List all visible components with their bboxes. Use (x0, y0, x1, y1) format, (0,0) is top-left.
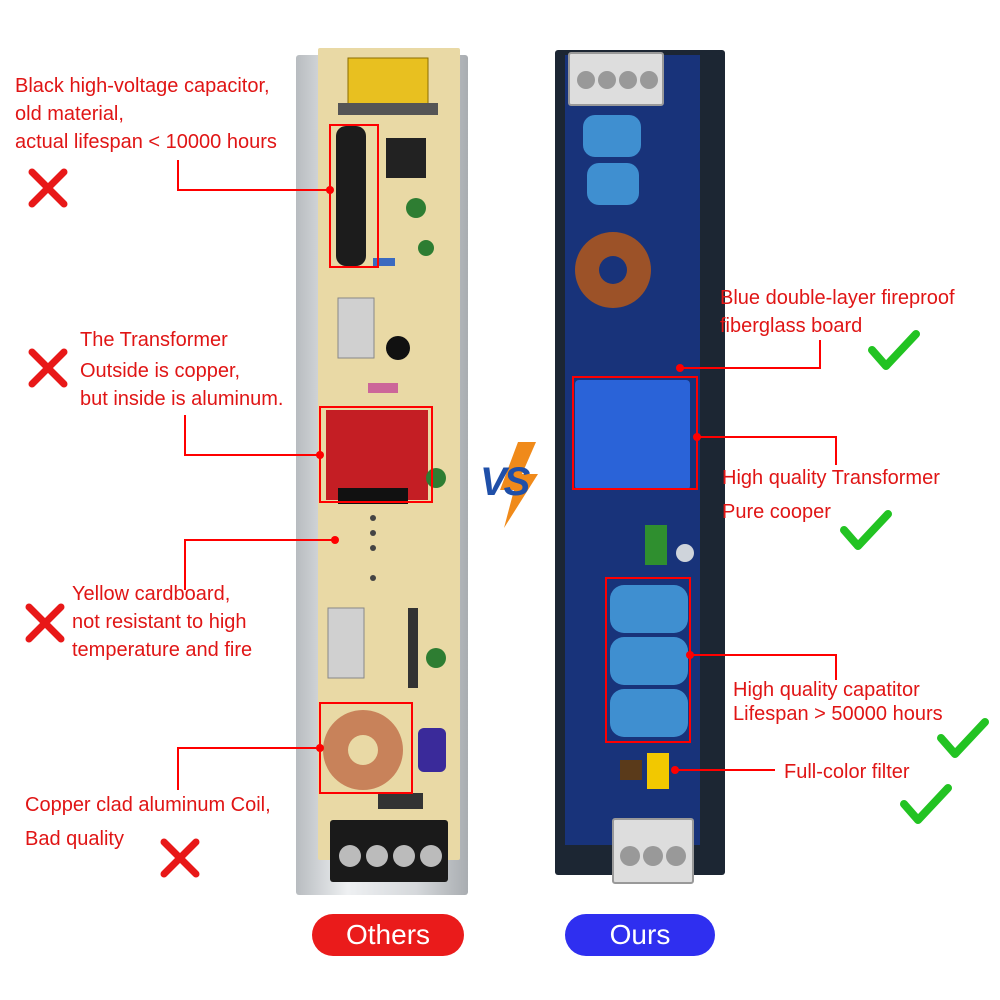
others-pcb-components-illustration (323, 57, 446, 809)
ours-capacitor-highlight-box (605, 577, 691, 743)
checkmark-icon (868, 330, 920, 370)
others-transformer-highlight-box (319, 406, 433, 503)
others-label-pill: Others (312, 914, 464, 956)
ours-capacitor-note: High quality capatitor Lifespan > 50000 … (733, 678, 943, 726)
cross-icon (28, 348, 68, 388)
note-line: Black high-voltage capacitor, (15, 75, 270, 97)
cross-icon (28, 168, 68, 208)
others-board-note: Yellow cardboard, not resistant to high … (72, 580, 252, 664)
note-line: High quality Transformer (722, 467, 940, 489)
ours-bottom-terminal-block (612, 818, 694, 884)
vs-logo: VS (478, 440, 548, 530)
ours-filter-note: Full-color filter (784, 761, 910, 783)
others-capacitor-highlight-box (329, 124, 379, 268)
note-line: Copper clad aluminum Coil, (25, 794, 271, 816)
ours-transformer-highlight-box (572, 376, 698, 490)
note-line: but inside is aluminum. (80, 388, 284, 410)
ours-transformer-note: High quality Transformer Pure cooper (722, 464, 940, 526)
note-line: High quality capatitor (733, 679, 920, 701)
note-line: The Transformer (80, 329, 228, 351)
note-line: fiberglass board (720, 315, 863, 337)
note-line: Blue double-layer fireproof (720, 287, 955, 309)
others-transformer-note: The Transformer Outside is copper, but i… (80, 326, 283, 413)
ours-label-pill: Ours (565, 914, 715, 956)
ours-board-note: Blue double-layer fireproof fiberglass b… (720, 284, 955, 340)
cross-icon (160, 838, 200, 878)
others-yellow-pcb (318, 48, 460, 860)
others-terminal-block (330, 820, 448, 882)
checkmark-icon (900, 784, 952, 824)
ours-pcb-components-illustration (575, 115, 694, 789)
vs-label: VS (480, 460, 530, 504)
others-coil-note: Copper clad aluminum Coil, Bad quality (25, 791, 271, 853)
note-line: actual lifespan < 10000 hours (15, 131, 277, 153)
note-line: Lifespan > 50000 hours (733, 703, 943, 725)
note-line: old material, (15, 103, 124, 125)
ours-blue-pcb (565, 55, 700, 845)
note-line: Bad quality (25, 828, 124, 850)
checkmark-icon (840, 510, 892, 550)
note-line: not resistant to high (72, 611, 247, 633)
note-line: temperature and fire (72, 639, 253, 661)
ours-top-terminal-block (568, 52, 664, 106)
cross-icon (25, 603, 65, 643)
note-line: Pure cooper (722, 501, 831, 523)
note-line: Outside is copper, (80, 360, 241, 382)
note-line: Yellow cardboard, (72, 583, 231, 605)
others-capacitor-note: Black high-voltage capacitor, old materi… (15, 72, 277, 156)
others-coil-highlight-box (319, 702, 413, 794)
checkmark-icon (937, 718, 989, 758)
